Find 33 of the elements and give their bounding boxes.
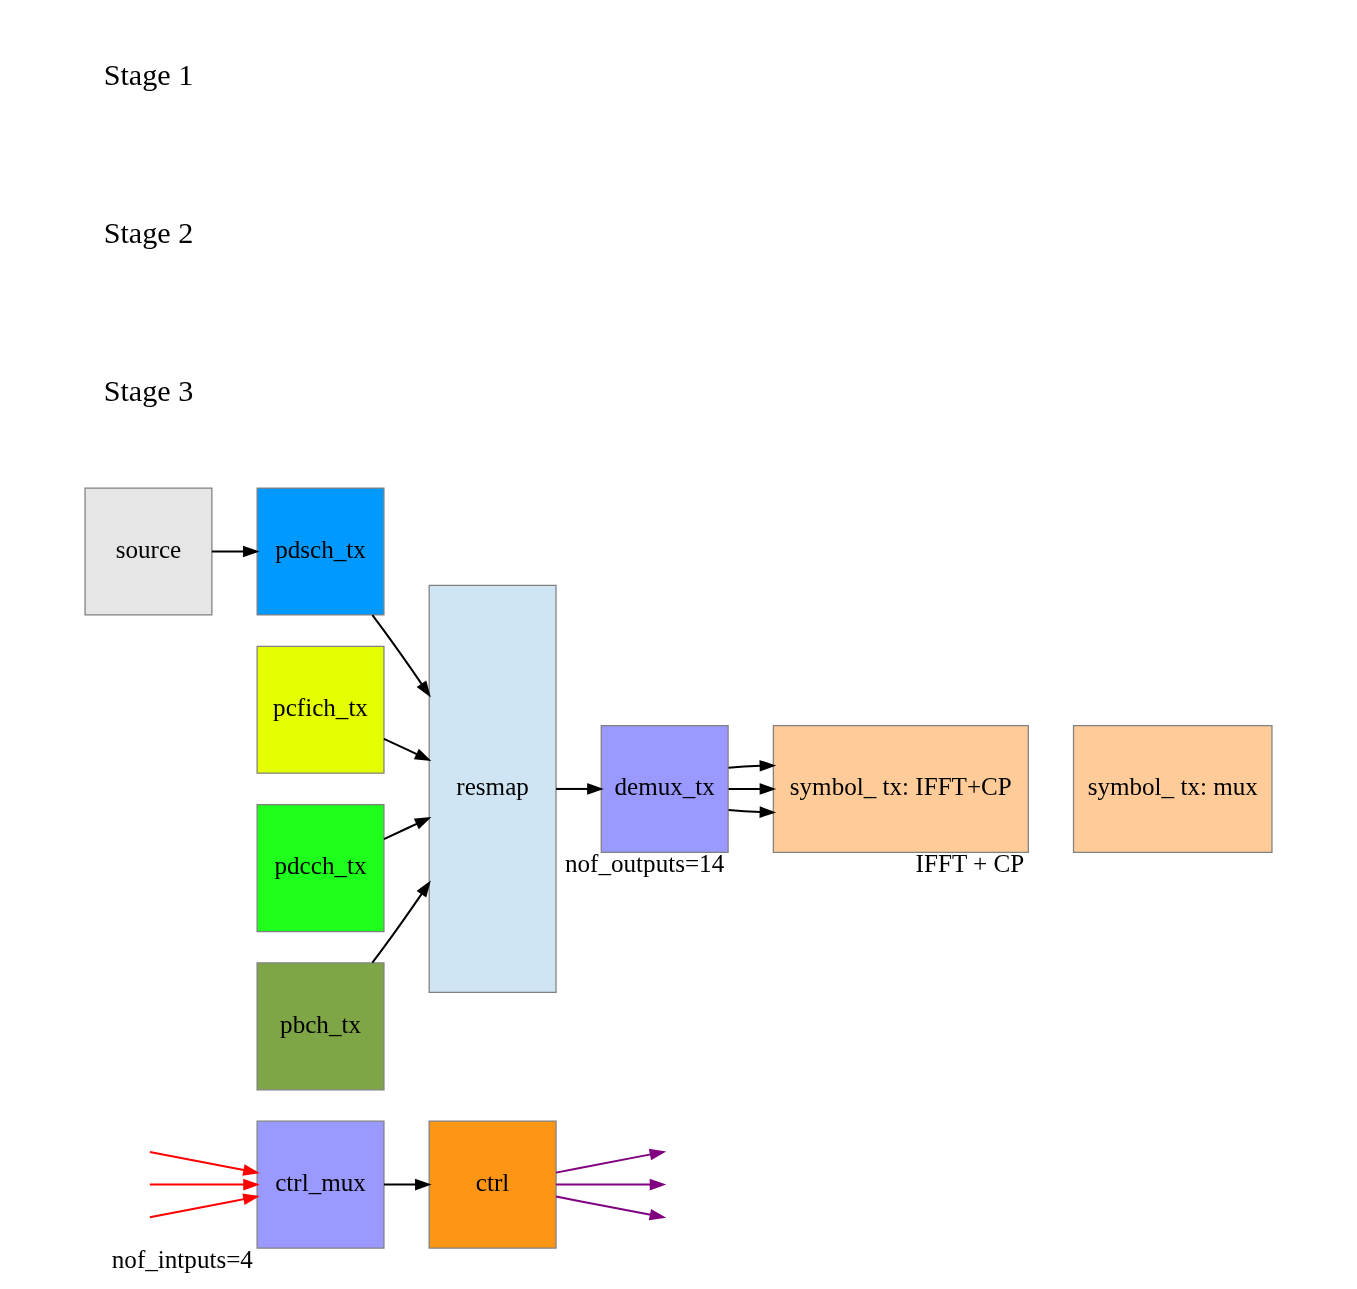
arrow <box>383 1178 432 1191</box>
arrow <box>383 737 432 761</box>
node-label: nof_intputs=4 <box>111 1246 253 1274</box>
node-box: pdsch_tx <box>256 487 385 616</box>
arrow <box>211 545 260 558</box>
arrow <box>149 1150 260 1176</box>
label: Stage 1 <box>103 57 194 92</box>
arrow <box>383 816 432 840</box>
arrow <box>555 1148 667 1174</box>
node-box: pbch_tx <box>256 962 385 1091</box>
node-box: pcfich_tx <box>256 645 385 774</box>
arrow <box>371 614 431 698</box>
node-box: resmap <box>428 584 557 994</box>
arrow <box>556 1178 667 1191</box>
node-box: source <box>84 487 213 616</box>
node-box: pdcch_tx <box>256 804 385 933</box>
label: Stage 3 <box>103 374 194 409</box>
arrow <box>728 783 777 795</box>
node-box: demux_tx <box>600 724 729 853</box>
node-label: IFFT + CP <box>915 850 1025 878</box>
arrow <box>556 783 604 795</box>
node-box: symbol_ tx: mux <box>1072 724 1273 853</box>
node-box: ctrl <box>428 1120 557 1249</box>
label: Stage 2 <box>103 215 194 250</box>
arrow <box>149 1193 260 1219</box>
node-label: nof_outputs=14 <box>564 850 725 878</box>
arrow <box>149 1178 260 1191</box>
arrow <box>555 1195 667 1221</box>
node-box: symbol_ tx: IFFT+CP <box>772 724 1029 853</box>
arrow <box>371 880 431 964</box>
arrow <box>728 806 777 818</box>
node-box: ctrl_mux <box>256 1120 385 1249</box>
arrow <box>728 759 777 772</box>
